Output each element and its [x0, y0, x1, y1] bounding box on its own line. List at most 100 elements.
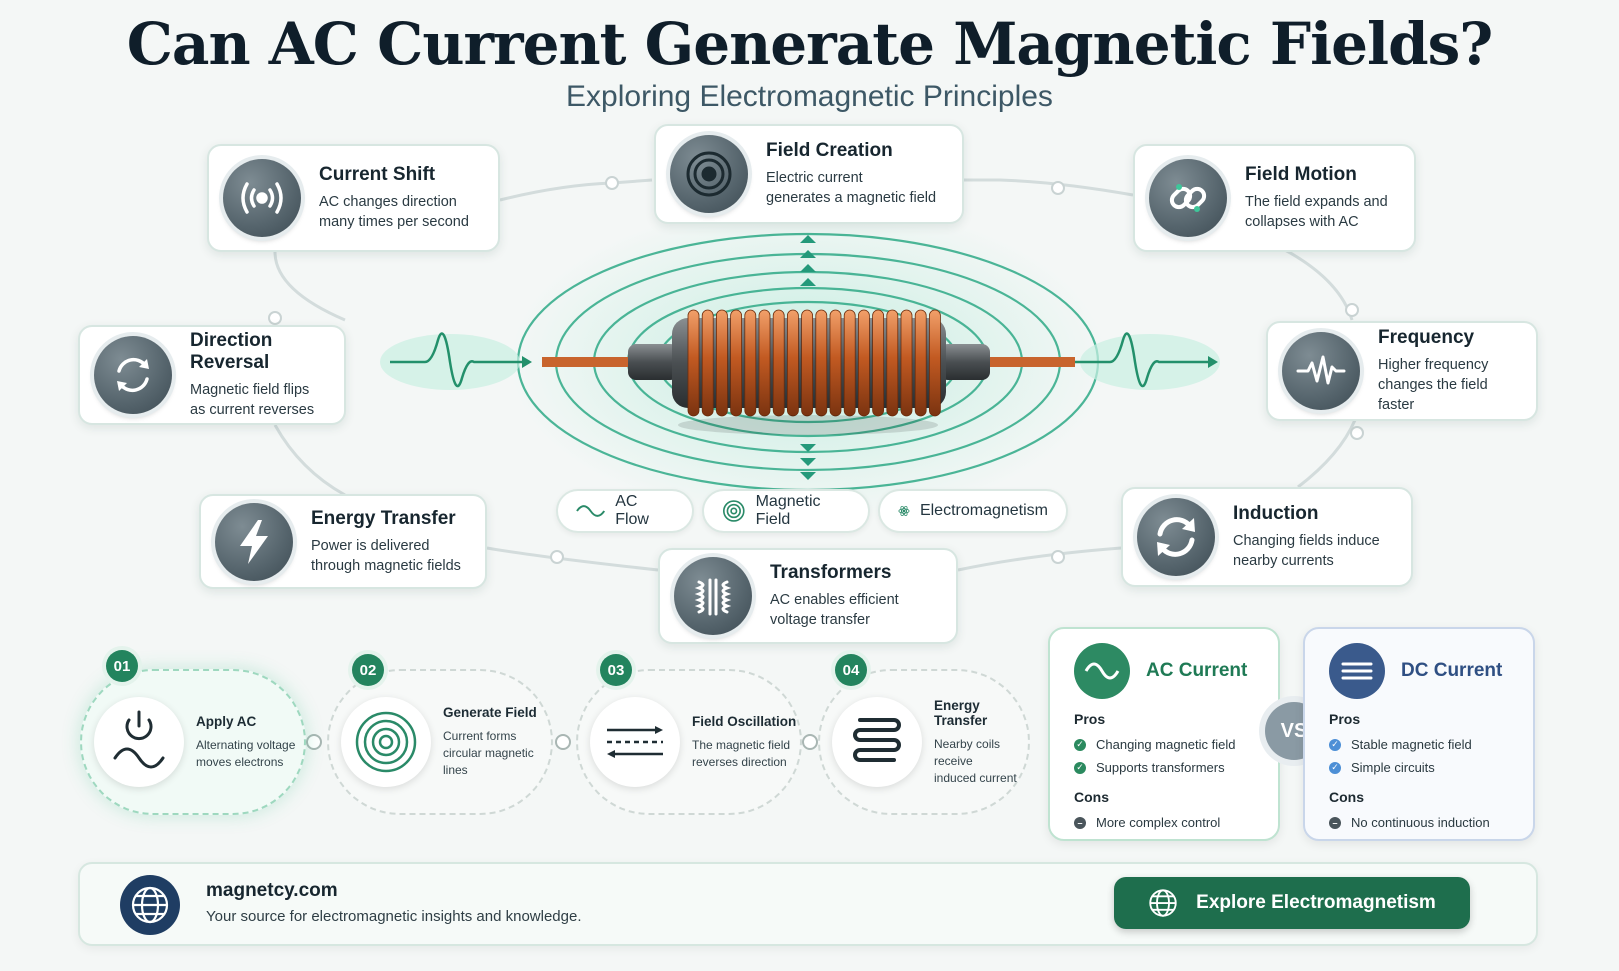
coil-turn	[687, 309, 700, 417]
coil-turn	[886, 309, 899, 417]
dc-cons-label: Cons	[1329, 789, 1364, 805]
card-text-1: AC changes direction	[319, 194, 457, 210]
card-field-motion[interactable]: Field Motion The field expands and colla…	[1133, 144, 1416, 252]
power-wave-icon	[94, 697, 184, 787]
dc-current-panel: DC Current Pros ✓Stable magnetic field ✓…	[1303, 627, 1535, 841]
card-induction[interactable]: Induction Changing fields induce nearby …	[1121, 487, 1413, 587]
card-text-2: as current reverses	[190, 402, 315, 418]
globe-icon	[120, 875, 180, 935]
coil-turn	[815, 309, 828, 417]
sine-wave-icon	[576, 505, 606, 517]
coil-turn	[716, 309, 728, 417]
signal-waves-icon	[223, 159, 301, 237]
step-text-2: moves electrons	[196, 754, 284, 769]
step-badge-04: 04	[835, 654, 867, 686]
step-text-1: Current forms	[443, 729, 517, 743]
card-title: Induction	[1233, 503, 1319, 524]
coil-icon	[832, 697, 922, 787]
step-text-1: Alternating voltage	[196, 737, 296, 752]
ac-con-item: –More complex control	[1074, 811, 1254, 834]
step-badge-01: 01	[106, 650, 138, 682]
card-title: Field Motion	[1245, 164, 1357, 185]
step-title: Generate Field	[443, 705, 537, 720]
dc-pros-label: Pros	[1329, 711, 1361, 727]
check-icon: ✓	[1329, 738, 1341, 751]
coil-turn	[843, 309, 856, 417]
card-current-shift[interactable]: Current Shift AC changes direction many …	[207, 144, 500, 252]
card-text-2: through magnetic fields	[311, 557, 461, 574]
opposing-arrows-icon	[590, 697, 680, 787]
card-title: Direction Reversal	[190, 330, 273, 373]
coil-turn	[829, 309, 842, 417]
check-icon: ✓	[1074, 761, 1086, 774]
step-energy-transfer[interactable]: Energy Transfer Nearby coils receive ind…	[818, 669, 1030, 815]
check-icon: ✓	[1074, 738, 1086, 751]
step-badge-02: 02	[352, 654, 384, 686]
coil-turn	[772, 309, 785, 417]
coil-turn	[701, 309, 714, 417]
step-text-1: The magnetic field	[692, 737, 791, 752]
globe-icon	[1149, 889, 1177, 917]
pill-magnetic-field[interactable]: Magnetic Field	[702, 489, 870, 533]
footer-site[interactable]: magnetcy.com	[206, 880, 338, 901]
reverse-arrows-icon	[94, 336, 172, 414]
coil-turn	[801, 309, 813, 417]
step-generate-field[interactable]: Generate Field Current forms circular ma…	[327, 669, 553, 815]
card-text-2: many times per second	[319, 214, 469, 230]
coil-turn	[787, 309, 799, 417]
coil-turn	[730, 309, 742, 417]
dc-lines-icon	[1329, 643, 1385, 699]
card-direction-reversal[interactable]: Direction Reversal Magnetic field flips …	[78, 325, 346, 425]
coil-turn	[929, 309, 941, 417]
pill-label: Magnetic Field	[755, 493, 821, 528]
card-frequency[interactable]: Frequency Higher frequency changes the f…	[1266, 321, 1538, 421]
pill-ac-flow[interactable]: AC Flow	[556, 489, 694, 533]
step-title: Energy Transfer	[934, 697, 988, 728]
card-text-1: Electric current	[766, 170, 863, 186]
ac-sine-icon	[1074, 643, 1130, 699]
footer-bar	[78, 862, 1538, 946]
explore-button-label: Explore Electromagnetism	[1196, 892, 1436, 913]
dc-pro-item: ✓Simple circuits	[1329, 756, 1509, 779]
step-field-oscillation[interactable]: Field Oscillation The magnetic field rev…	[576, 669, 802, 815]
card-title: Transformers	[770, 562, 892, 583]
lightning-icon	[215, 502, 293, 581]
field-arrows	[800, 235, 816, 480]
page-subtitle: Exploring Electromagnetic Principles	[566, 80, 1053, 113]
card-text-2: generates a magnetic field	[766, 190, 937, 206]
pulse-wave-icon	[1282, 332, 1360, 410]
ac-wave-right	[1075, 332, 1220, 390]
step-text-2: induced current	[934, 770, 1017, 785]
step-text-2: reverses direction	[692, 754, 787, 769]
card-energy-transfer[interactable]: Energy Transfer Power is delivered throu…	[199, 494, 487, 589]
dc-title: DC Current	[1401, 660, 1503, 681]
card-field-creation[interactable]: Field Creation Electric current generate…	[654, 124, 964, 224]
ac-title: AC Current	[1146, 660, 1248, 681]
card-text-1: Higher frequency	[1378, 357, 1489, 373]
rings-icon	[722, 500, 745, 522]
atom-icon	[898, 506, 910, 516]
pill-label: AC Flow	[615, 493, 649, 528]
ac-wave-left	[380, 332, 532, 390]
pill-electromagnetism[interactable]: Electromagnetism	[878, 489, 1068, 533]
check-icon: ✓	[1329, 761, 1341, 774]
card-title: Field Creation	[766, 140, 893, 161]
pill-label: Electromagnetism	[919, 502, 1048, 519]
concentric-rings-icon	[341, 697, 431, 787]
card-transformers[interactable]: Transformers AC enables efficient voltag…	[658, 548, 958, 644]
card-title: Energy Transfer	[311, 507, 456, 529]
explore-button[interactable]: Explore Electromagnetism	[1114, 877, 1470, 929]
step-title: Apply AC	[196, 713, 257, 729]
footer-tagline: Your source for electromagnetic insights…	[206, 908, 582, 925]
card-text-2: changes the field faster	[1378, 377, 1488, 413]
step-text-1: Nearby coils receive	[934, 736, 1001, 768]
minus-icon: –	[1074, 816, 1086, 829]
dc-con-item: –No continuous induction	[1329, 811, 1509, 834]
step-title: Field Oscillation	[692, 713, 797, 729]
step-apply-ac[interactable]: Apply AC Alternating voltage moves elect…	[80, 669, 306, 815]
minus-icon: –	[1329, 816, 1341, 829]
card-text-2: nearby currents	[1233, 553, 1334, 569]
card-text-1: The field expands and	[1245, 194, 1388, 210]
card-text-1: Magnetic field flips	[190, 382, 310, 398]
